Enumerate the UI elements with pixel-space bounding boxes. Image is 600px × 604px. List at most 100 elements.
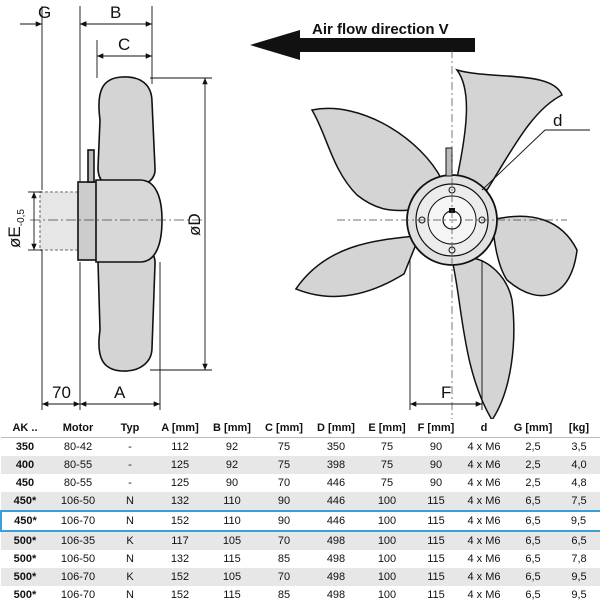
table-cell: N <box>107 511 153 531</box>
column-header: D [mm] <box>311 419 361 438</box>
table-cell: 500* <box>1 531 49 550</box>
column-header: d <box>459 419 509 438</box>
table-cell: 75 <box>361 474 413 492</box>
table-cell: K <box>107 531 153 550</box>
table-cell: 110 <box>207 492 257 511</box>
column-header: C [mm] <box>257 419 311 438</box>
column-header: [kg] <box>557 419 600 438</box>
front-blade <box>295 220 419 308</box>
table-cell: N <box>107 550 153 568</box>
table-cell: 105 <box>207 531 257 550</box>
table-cell: 500* <box>1 586 49 604</box>
table-cell: 70 <box>257 568 311 586</box>
table-cell: 6,5 <box>509 492 557 511</box>
table-cell: 100 <box>361 531 413 550</box>
front-blade <box>452 258 514 419</box>
table-cell: 115 <box>413 586 459 604</box>
table-cell: 152 <box>153 511 207 531</box>
dim-label-a: A <box>114 383 126 402</box>
table-cell: 350 <box>1 438 49 457</box>
table-cell: 100 <box>361 586 413 604</box>
table-cell: 115 <box>413 531 459 550</box>
table-cell: 6,5 <box>509 550 557 568</box>
table-cell: 2,5 <box>509 474 557 492</box>
svg-text:øE-0,5: øE-0,5 <box>5 209 27 248</box>
table-cell: 398 <box>311 456 361 474</box>
table-cell: 100 <box>361 492 413 511</box>
technical-drawing: G B C øE-0,5 øD 70 A Air flow direction … <box>0 0 600 419</box>
table-cell: 9,5 <box>557 586 600 604</box>
table-cell: 106-50 <box>49 550 107 568</box>
side-view <box>40 77 162 371</box>
side-motor-back <box>40 192 80 250</box>
table-cell: 500* <box>1 568 49 586</box>
column-header: A [mm] <box>153 419 207 438</box>
table-cell: - <box>107 438 153 457</box>
table-cell: 4,0 <box>557 456 600 474</box>
table-cell: - <box>107 474 153 492</box>
side-cable-gland <box>88 150 94 182</box>
air-flow-label: Air flow direction V <box>312 21 449 38</box>
table-cell: 75 <box>361 456 413 474</box>
column-header: AK .. <box>1 419 49 438</box>
table-cell: 450 <box>1 474 49 492</box>
dim-label-c: C <box>118 35 130 54</box>
dim-label-70: 70 <box>52 383 71 402</box>
column-header: F [mm] <box>413 419 459 438</box>
table-cell: 498 <box>311 531 361 550</box>
table-cell: 152 <box>153 568 207 586</box>
table-cell: 2,5 <box>509 438 557 457</box>
table-cell: K <box>107 568 153 586</box>
side-rotor <box>96 180 162 262</box>
table-cell: 132 <box>153 492 207 511</box>
table-cell: 92 <box>207 438 257 457</box>
table-cell: 4 x M6 <box>459 568 509 586</box>
table-cell: 106-70 <box>49 568 107 586</box>
column-header: Motor <box>49 419 107 438</box>
side-blade-upper <box>98 77 155 188</box>
table-cell: 2,5 <box>509 456 557 474</box>
table-cell: 6,5 <box>509 511 557 531</box>
table-cell: 85 <box>257 550 311 568</box>
table-cell: 75 <box>361 438 413 457</box>
table-cell: 9,5 <box>557 511 600 531</box>
table-cell: 90 <box>413 474 459 492</box>
dim-label-b: B <box>110 3 121 22</box>
table-cell: 90 <box>257 492 311 511</box>
table-cell: 4 x M6 <box>459 511 509 531</box>
table-cell: 152 <box>153 586 207 604</box>
table-cell: 117 <box>153 531 207 550</box>
table-cell: 115 <box>413 568 459 586</box>
table-cell: 446 <box>311 492 361 511</box>
table-cell: 90 <box>257 511 311 531</box>
table-cell: 115 <box>413 550 459 568</box>
dim-label-f: F <box>441 383 451 402</box>
table-cell: 350 <box>311 438 361 457</box>
table-cell: 446 <box>311 474 361 492</box>
table-cell: 4 x M6 <box>459 586 509 604</box>
table-cell: 446 <box>311 511 361 531</box>
table-cell: 498 <box>311 568 361 586</box>
table-cell: 80-55 <box>49 456 107 474</box>
table-cell: N <box>107 492 153 511</box>
table-cell: 6,5 <box>509 586 557 604</box>
table-cell: 7,5 <box>557 492 600 511</box>
table-cell: 90 <box>413 456 459 474</box>
table-cell: 70 <box>257 531 311 550</box>
table-cell: 450* <box>1 492 49 511</box>
table-cell: 450* <box>1 511 49 531</box>
table-cell: 115 <box>207 586 257 604</box>
side-blade-lower <box>98 244 155 371</box>
table-cell: 100 <box>361 568 413 586</box>
table-cell: 75 <box>257 438 311 457</box>
